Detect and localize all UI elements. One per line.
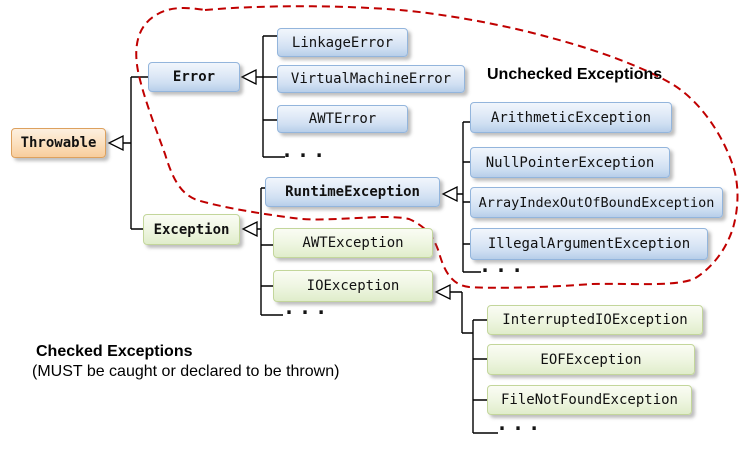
node-arrayindexoutofboundexception: ArrayIndexOutOfBoundException: [470, 187, 723, 218]
runtimeexception-children-connector: [457, 121, 481, 273]
checked-exceptions-note: (MUST be caught or declared to be thrown…: [32, 363, 340, 380]
node-linkageerror: LinkageError: [277, 28, 408, 57]
inheritance-arrow-icon: [441, 185, 458, 203]
throwable-children-connector: [123, 76, 148, 230]
inheritance-arrow-icon: [240, 68, 257, 86]
inheritance-arrow-icon: [434, 283, 451, 301]
unchecked-region-outline: [135, 5, 739, 289]
node-interruptedioexception: InterruptedIOException: [487, 305, 703, 335]
node-ioexception: IOException: [273, 270, 433, 302]
node-awtexception: AWTException: [273, 228, 433, 258]
error-children-connector: [256, 35, 285, 158]
node-virtualmachineerror: VirtualMachineError: [277, 65, 465, 93]
node-illegalargumentexception: IllegalArgumentException: [470, 228, 708, 260]
unchecked-exceptions-label: Unchecked Exceptions: [487, 66, 663, 83]
node-filenotfoundexception: FileNotFoundException: [487, 385, 692, 415]
node-runtimeexception: RuntimeException: [265, 177, 440, 207]
node-error: Error: [148, 62, 240, 92]
ellipsis-error-children: ...: [281, 138, 330, 162]
ellipsis-exception-children: ...: [283, 295, 332, 319]
node-exception: Exception: [143, 214, 240, 245]
node-arithmeticexception: ArithmeticException: [470, 102, 672, 133]
node-throwable: Throwable: [11, 128, 106, 158]
node-nullpointerexception: NullPointerException: [470, 147, 670, 178]
exception-children-connector: [257, 187, 283, 316]
node-awterror: AWTError: [277, 105, 408, 133]
ioexception-children-connector: [450, 291, 498, 434]
ellipsis-runtime-children: ...: [479, 253, 528, 277]
node-eofexception: EOFException: [487, 344, 695, 375]
inheritance-arrow-icon: [107, 134, 124, 152]
ellipsis-ioexception-children: ...: [496, 411, 545, 435]
inheritance-arrow-icon: [241, 220, 258, 238]
checked-exceptions-label: Checked Exceptions: [36, 343, 193, 360]
